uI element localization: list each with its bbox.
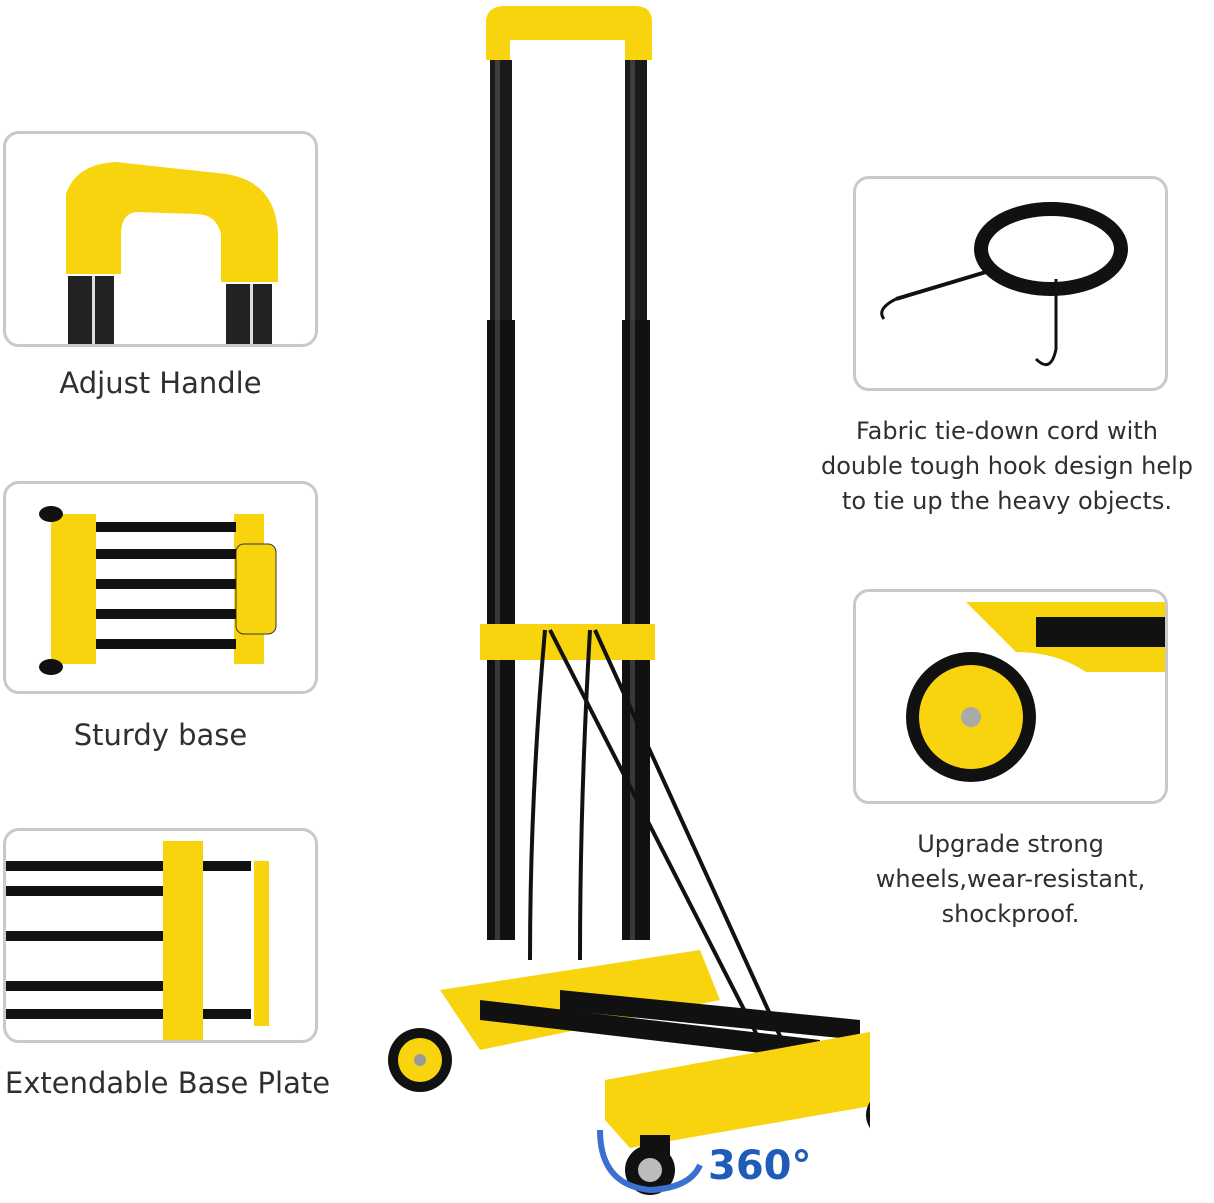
hand-truck-illustration bbox=[388, 6, 870, 1195]
wheel-panel bbox=[853, 589, 1168, 804]
extendable-base-panel bbox=[3, 828, 318, 1043]
rotation-label: 360° bbox=[708, 1143, 812, 1189]
rotate-arrow-icon bbox=[597, 1129, 703, 1194]
adjust-handle-panel bbox=[3, 131, 318, 347]
handle-icon bbox=[66, 162, 278, 344]
base-plate-icon bbox=[6, 841, 269, 1040]
tie-down-cord-panel bbox=[853, 176, 1168, 391]
sturdy-base-panel bbox=[3, 481, 318, 694]
wheel-icon bbox=[906, 602, 1165, 782]
base-icon bbox=[39, 506, 277, 675]
extendable-base-label: Extendable Base Plate bbox=[4, 1066, 331, 1100]
bungee-cord-icon bbox=[880, 202, 1128, 367]
adjust-handle-label: Adjust Handle bbox=[59, 366, 262, 400]
wheel-description: Upgrade strong wheels,wear-resistant, sh… bbox=[875, 830, 1146, 928]
sturdy-base-label: Sturdy base bbox=[73, 718, 248, 752]
tie-down-description: Fabric tie-down cord with double tough h… bbox=[820, 417, 1194, 515]
